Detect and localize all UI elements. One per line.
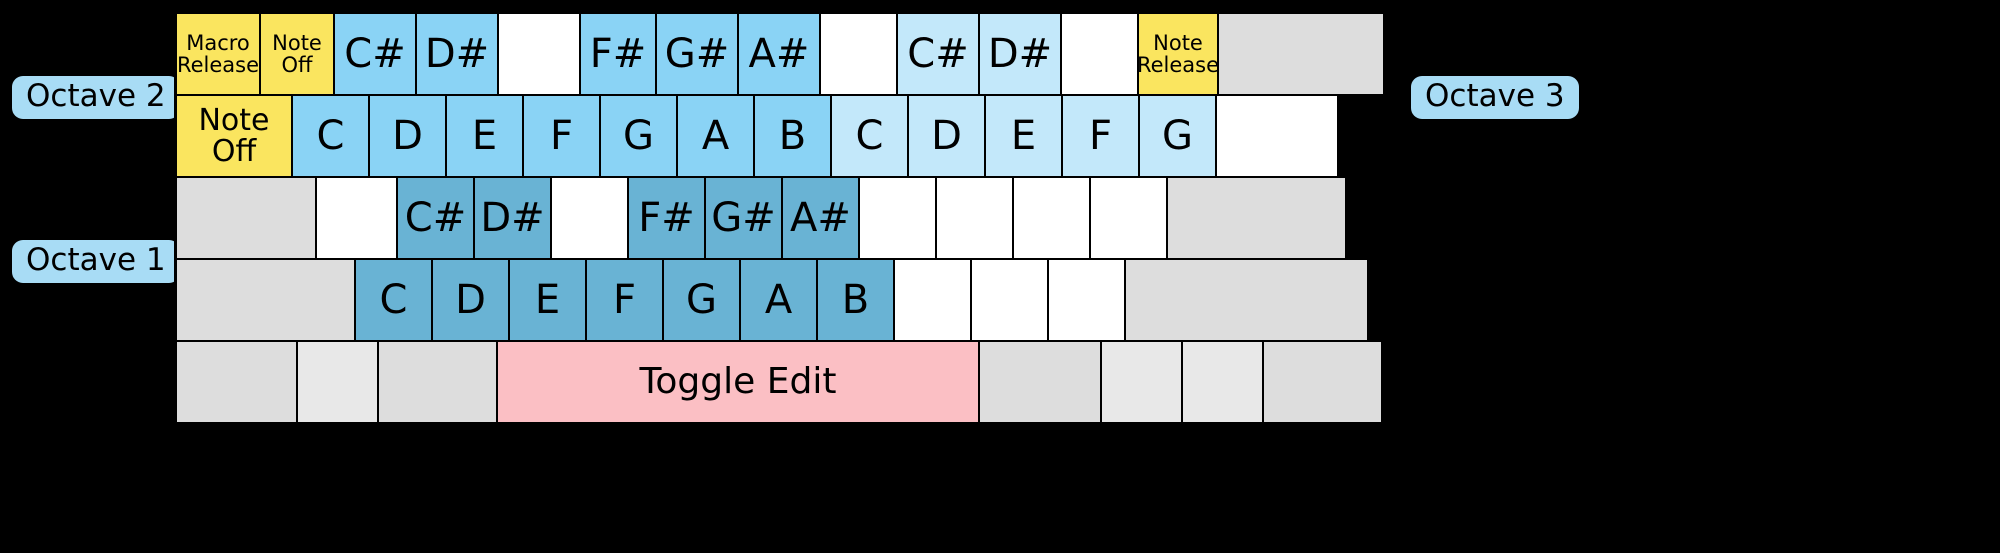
key-d[interactable]: D: [368, 94, 447, 178]
key-label-line: Off: [281, 53, 313, 77]
key-blank: [377, 340, 498, 424]
key-label-line: Note: [272, 30, 322, 55]
key-blank: [978, 340, 1102, 424]
key-blank: [1060, 12, 1139, 96]
key-dsharp[interactable]: D#: [415, 12, 499, 96]
key-f[interactable]: F: [1061, 94, 1140, 178]
key-blank: [1181, 340, 1264, 424]
key-label-line: Off: [211, 134, 257, 169]
key-d[interactable]: D: [907, 94, 986, 178]
key-c[interactable]: C: [354, 258, 433, 342]
key-dsharp[interactable]: D#: [978, 12, 1062, 96]
keyboard-row-space-row: Toggle Edit: [175, 340, 1392, 424]
key-blank: [1089, 176, 1168, 260]
key-csharp[interactable]: C#: [333, 12, 417, 96]
key-asharp[interactable]: A#: [737, 12, 821, 96]
octave-2-label: Octave 2: [12, 76, 180, 119]
key-e[interactable]: E: [508, 258, 587, 342]
key-blank: [296, 340, 379, 424]
key-blank: [497, 12, 581, 96]
key-blank: [175, 340, 298, 424]
key-blank: [1215, 94, 1339, 178]
key-b[interactable]: B: [816, 258, 895, 342]
key-blank: [175, 176, 317, 260]
key-label-line: Note: [1153, 30, 1203, 55]
key-blank: [1217, 12, 1385, 96]
key-e[interactable]: E: [445, 94, 524, 178]
key-gsharp[interactable]: G#: [704, 176, 783, 260]
key-d[interactable]: D: [431, 258, 510, 342]
key-g[interactable]: G: [599, 94, 678, 178]
key-blank: [893, 258, 972, 342]
key-b[interactable]: B: [753, 94, 832, 178]
key-blank: [1012, 176, 1091, 260]
key-blank: [1166, 176, 1347, 260]
key-a[interactable]: A: [676, 94, 755, 178]
keyboard-row-home-row: C#D# F#G#A#: [175, 176, 1392, 260]
key-label-line: Note: [198, 102, 270, 138]
key-g[interactable]: G: [1138, 94, 1217, 178]
key-csharp[interactable]: C#: [396, 176, 475, 260]
octave-1-label: Octave 1: [12, 240, 180, 283]
key-f[interactable]: F: [585, 258, 664, 342]
key-blank: [819, 12, 898, 96]
key-csharp[interactable]: C#: [896, 12, 980, 96]
key-c[interactable]: C: [830, 94, 909, 178]
key-gsharp[interactable]: G#: [655, 12, 739, 96]
key-label-line: Release: [176, 53, 260, 77]
key-blank: [175, 258, 356, 342]
key-blank: [970, 258, 1049, 342]
key-blank: [550, 176, 629, 260]
key-fsharp[interactable]: F#: [627, 176, 706, 260]
key-blank: [858, 176, 937, 260]
key-dsharp[interactable]: D#: [473, 176, 552, 260]
key-a[interactable]: A: [739, 258, 818, 342]
key-blank: [1100, 340, 1183, 424]
key-blank: [315, 176, 398, 260]
key-e[interactable]: E: [984, 94, 1063, 178]
key-f[interactable]: F: [522, 94, 601, 178]
key-blank: [1047, 258, 1126, 342]
key-fsharp[interactable]: F#: [579, 12, 657, 96]
octave-3-label: Octave 3: [1411, 76, 1579, 119]
key-toggle-edit[interactable]: Toggle Edit: [496, 340, 980, 424]
key-asharp[interactable]: A#: [781, 176, 860, 260]
key-label-line: Macro: [186, 30, 250, 55]
key-label-line: Release: [1137, 53, 1219, 77]
key-c[interactable]: C: [291, 94, 370, 178]
key-g[interactable]: G: [662, 258, 741, 342]
key-blank: [935, 176, 1014, 260]
key-blank: [1124, 258, 1369, 342]
key-blank: [1262, 340, 1383, 424]
